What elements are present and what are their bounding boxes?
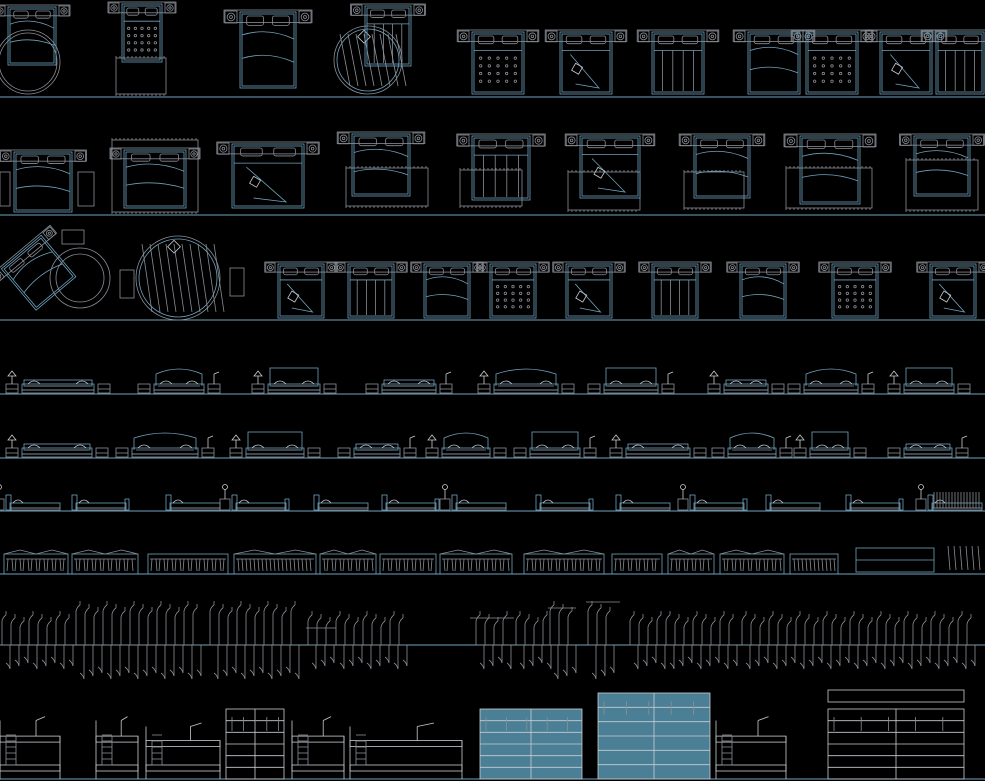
row-clothes-on-hangers xyxy=(1,601,976,680)
row-wardrobe-sections xyxy=(3,545,981,575)
row-bed-elevations-2 xyxy=(5,431,969,458)
row-bed-elevations-1 xyxy=(5,367,971,394)
row-bed-plans-large-1 xyxy=(0,1,985,96)
row-bed-plans-large-2 xyxy=(0,131,985,214)
row-bed-plans-large-3 xyxy=(0,224,985,321)
row-bunk-and-wardrobe-elevations xyxy=(0,689,965,780)
row-single-bed-elevations xyxy=(0,484,983,511)
